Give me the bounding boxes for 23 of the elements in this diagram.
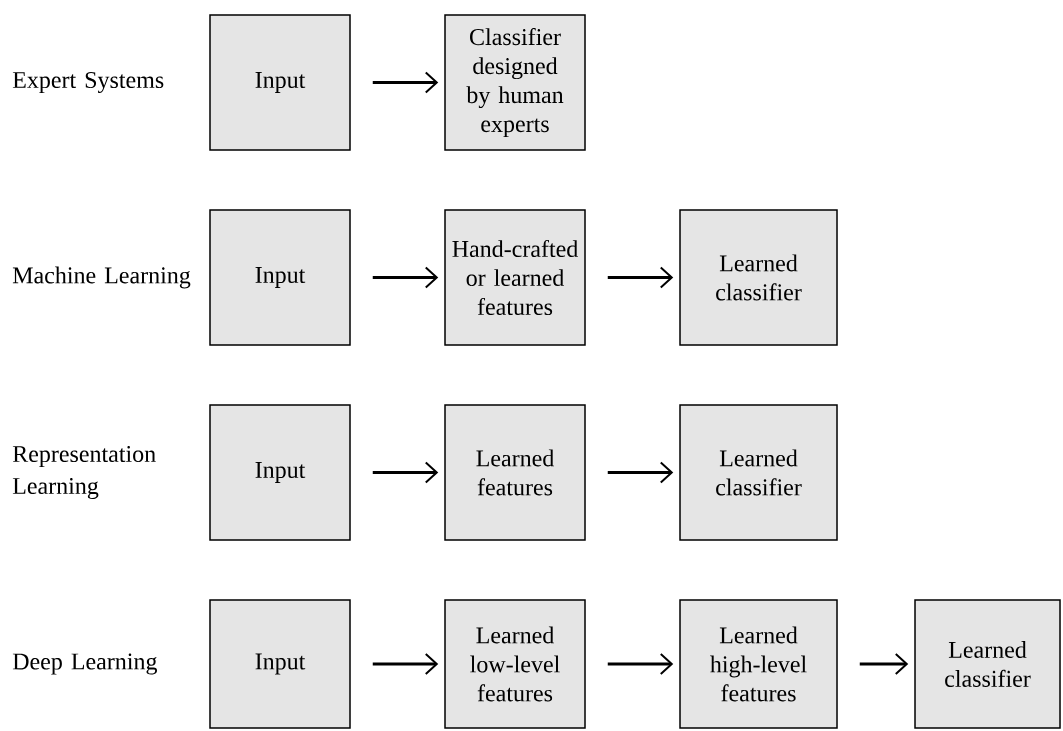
process-box: Learned classifier (914, 599, 1061, 729)
process-box: Input (209, 599, 351, 729)
row-label: Expert Systems (12, 71, 164, 94)
arrow (372, 653, 439, 675)
arrow (607, 266, 674, 289)
process-box: Learned classifier (679, 209, 838, 346)
row-label: Representation Learning (12, 445, 156, 500)
process-box: Input (209, 14, 351, 151)
arrow (859, 653, 909, 675)
row-label: Deep Learning (12, 653, 157, 675)
process-box: Learned features (444, 404, 586, 541)
process-box: Learned classifier (679, 404, 838, 541)
process-box: Hand-crafted or learned features (444, 209, 586, 346)
arrow (372, 71, 439, 94)
process-box: Input (209, 404, 351, 541)
arrow (372, 461, 439, 484)
process-box: Learned high-level features (679, 599, 838, 729)
process-box: Input (209, 209, 351, 346)
process-box: Classifier designed by human experts (444, 14, 586, 151)
arrow (607, 461, 674, 484)
process-box: Learned low-level features (444, 599, 586, 729)
arrow (607, 653, 674, 675)
arrow (372, 266, 439, 289)
